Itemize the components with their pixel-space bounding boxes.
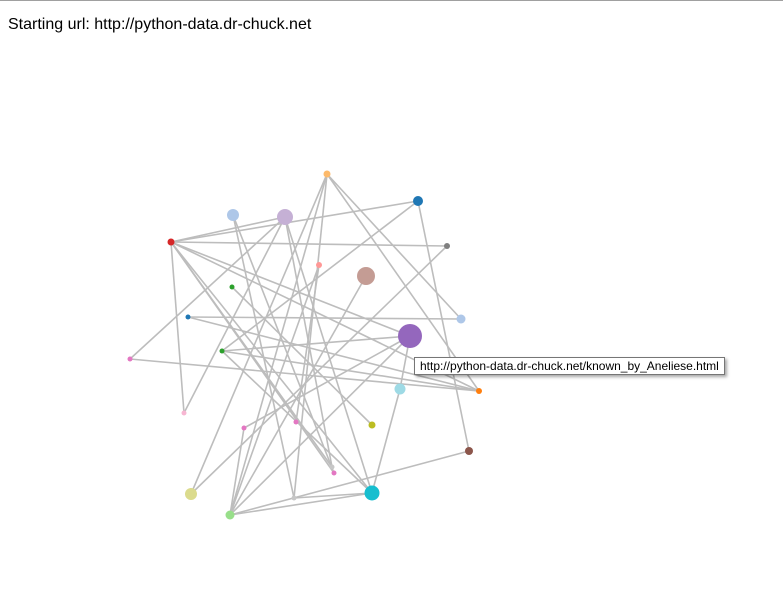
graph-node[interactable] bbox=[241, 425, 247, 431]
starting-url-line: Starting url: http://python-data.dr-chuc… bbox=[8, 16, 311, 34]
browser-top-border bbox=[0, 0, 783, 1]
graph-link bbox=[229, 275, 367, 516]
graph-node[interactable] bbox=[229, 284, 235, 290]
graph-node[interactable] bbox=[181, 410, 187, 416]
graph-node[interactable] bbox=[465, 447, 473, 455]
graph-link bbox=[229, 264, 320, 516]
graph-node[interactable] bbox=[368, 421, 376, 429]
graph-link bbox=[187, 316, 462, 320]
graph-node[interactable] bbox=[293, 419, 299, 425]
graph-node[interactable] bbox=[476, 388, 482, 394]
graph-link bbox=[284, 216, 373, 494]
graph-node[interactable] bbox=[398, 324, 422, 348]
graph-link bbox=[326, 173, 480, 392]
graph-link bbox=[170, 241, 373, 494]
graph-links bbox=[129, 173, 480, 516]
graph-node[interactable] bbox=[127, 356, 133, 362]
graph-node[interactable] bbox=[456, 314, 466, 324]
graph-node[interactable] bbox=[185, 314, 191, 320]
graph-node[interactable] bbox=[444, 243, 450, 249]
graph-link bbox=[129, 216, 286, 360]
graph-link bbox=[371, 388, 401, 494]
starting-url-label: Starting url: bbox=[8, 16, 90, 33]
graph-link bbox=[229, 173, 328, 516]
graph-link bbox=[326, 173, 462, 320]
graph-link bbox=[293, 492, 373, 499]
graph-nodes[interactable] bbox=[127, 170, 483, 520]
graph-link bbox=[190, 245, 448, 495]
graph-link bbox=[221, 200, 419, 352]
graph-node[interactable] bbox=[219, 348, 225, 354]
graph-link bbox=[170, 200, 419, 243]
graph-node[interactable] bbox=[394, 383, 406, 395]
graph-link bbox=[221, 350, 480, 392]
graph-link bbox=[295, 264, 320, 423]
graph-node[interactable] bbox=[185, 488, 197, 500]
graph-link bbox=[170, 241, 448, 247]
graph-node[interactable] bbox=[323, 170, 331, 178]
starting-url-value: http://python-data.dr-chuck.net bbox=[94, 16, 312, 33]
graph-node[interactable] bbox=[357, 267, 375, 285]
graph-link bbox=[232, 214, 335, 474]
graph-link bbox=[229, 492, 373, 516]
graph-link bbox=[243, 335, 411, 429]
graph-link bbox=[170, 216, 286, 243]
graph-link bbox=[187, 316, 480, 392]
graph-link bbox=[231, 286, 373, 426]
graph-link bbox=[232, 214, 295, 499]
graph-node[interactable] bbox=[316, 262, 322, 268]
graph-node[interactable] bbox=[364, 485, 380, 501]
graph-node[interactable] bbox=[413, 196, 423, 206]
graph-link bbox=[170, 241, 185, 414]
graph-link bbox=[221, 335, 411, 352]
graph-link bbox=[417, 200, 470, 452]
graph-link bbox=[129, 358, 480, 392]
node-tooltip: http://python-data.dr-chuck.net/known_by… bbox=[414, 357, 725, 375]
graph-node[interactable] bbox=[225, 510, 235, 520]
graph-node[interactable] bbox=[291, 495, 297, 501]
graph-node[interactable] bbox=[329, 464, 335, 470]
graph-link bbox=[229, 450, 470, 516]
graph-link bbox=[229, 427, 245, 516]
graph-node[interactable] bbox=[331, 470, 337, 476]
graph-node[interactable] bbox=[227, 209, 239, 221]
graph-node[interactable] bbox=[167, 238, 175, 246]
graph-node[interactable] bbox=[277, 209, 293, 225]
graph-link bbox=[183, 216, 286, 414]
graph-link bbox=[293, 173, 328, 499]
